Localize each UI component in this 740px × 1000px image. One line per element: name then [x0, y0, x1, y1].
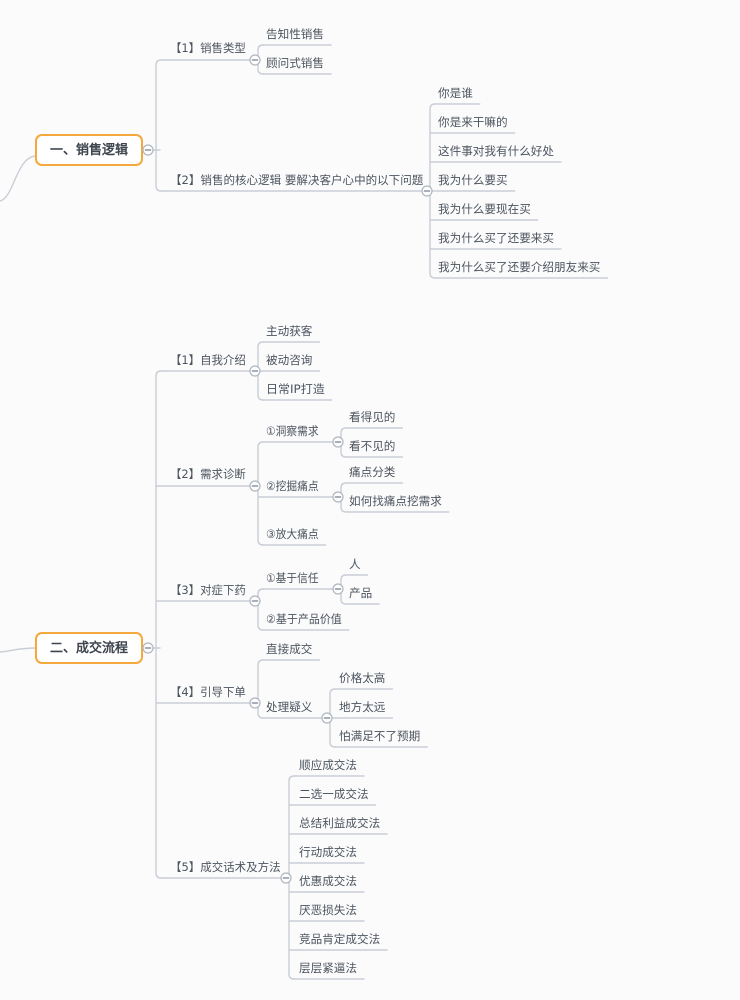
topic-label[interactable]: 【3】对症下药: [170, 583, 246, 597]
collapse-button[interactable]: [249, 365, 261, 377]
topic-label[interactable]: 优惠成交法: [299, 874, 357, 888]
topic-label[interactable]: 人: [349, 557, 361, 571]
topic-label[interactable]: 【4】引导下单: [170, 685, 246, 699]
main-topic-box[interactable]: [35, 134, 143, 166]
main-topic-rect[interactable]: [35, 134, 143, 166]
topic-label[interactable]: ①基于信任: [266, 571, 319, 585]
collapse-button[interactable]: [332, 436, 344, 448]
collapse-button[interactable]: [142, 642, 154, 654]
main-topic-rect[interactable]: [35, 632, 143, 664]
branch-bracket: [155, 370, 162, 879]
topic-label[interactable]: 看得见的: [349, 410, 395, 424]
topic-label[interactable]: 厌恶损失法: [299, 903, 357, 917]
collapse-button[interactable]: [249, 54, 261, 66]
topic-label[interactable]: 看不见的: [349, 439, 395, 453]
collapse-button[interactable]: [332, 583, 344, 595]
topic-label[interactable]: ③放大痛点: [266, 527, 319, 541]
topic-label[interactable]: 一、销售逻辑: [50, 142, 128, 158]
topic-label[interactable]: 价格太高: [339, 671, 385, 685]
collapse-button[interactable]: [249, 595, 261, 607]
branch-bracket: [257, 588, 264, 631]
branch-bracket: [155, 59, 162, 192]
topic-label[interactable]: 行动成交法: [299, 845, 357, 859]
root-connector: [0, 155, 37, 202]
collapse-button[interactable]: [249, 697, 261, 709]
connector-layer: [0, 44, 609, 980]
topic-label[interactable]: 你是来干嘛的: [438, 115, 508, 129]
topic-label[interactable]: 我为什么买了还要介绍朋友来买: [438, 260, 600, 274]
topic-label[interactable]: 主动获客: [266, 324, 313, 338]
topic-label[interactable]: 如何找痛点挖需求: [349, 494, 442, 508]
topic-label[interactable]: 我为什么要现在买: [438, 202, 531, 216]
topic-label[interactable]: 顾问式销售: [266, 56, 324, 70]
topic-label[interactable]: 我为什么买了还要来买: [438, 231, 554, 245]
topic-label[interactable]: ②挖掘痛点: [266, 479, 319, 493]
topic-label[interactable]: 我为什么要买: [438, 173, 508, 187]
topic-label[interactable]: 【1】自我介绍: [170, 353, 246, 367]
main-topic-box[interactable]: [35, 632, 143, 664]
topic-label[interactable]: 【1】销售类型: [170, 41, 246, 55]
topic-label[interactable]: 【2】销售的核心逻辑 要解决客户心中的以下问题: [170, 173, 424, 187]
collapse-button[interactable]: [321, 712, 333, 724]
topic-label[interactable]: 你是谁: [438, 86, 473, 100]
topic-label[interactable]: 这件事对我有什么好处: [438, 144, 555, 158]
topic-label[interactable]: 【5】成交话术及方法: [170, 860, 281, 874]
topic-label[interactable]: 直接成交: [266, 642, 313, 656]
topic-label[interactable]: 顺应成交法: [299, 758, 357, 772]
collapse-button[interactable]: [332, 491, 344, 503]
branch-bracket: [257, 441, 264, 546]
topic-label[interactable]: 层层紧逼法: [299, 961, 357, 975]
root-connector: [0, 647, 37, 653]
topic-label[interactable]: 产品: [349, 586, 372, 600]
topic-label[interactable]: ②基于产品价值: [266, 612, 342, 626]
topic-label[interactable]: 被动咨询: [266, 353, 312, 367]
topic-label[interactable]: ①洞察需求: [266, 424, 319, 438]
topic-label[interactable]: 二、成交流程: [50, 640, 128, 656]
topic-label[interactable]: 【2】需求诊断: [170, 467, 246, 481]
topic-label[interactable]: 总结利益成交法: [299, 816, 380, 830]
topic-label[interactable]: 处理疑义: [266, 700, 313, 714]
collapse-button[interactable]: [421, 185, 433, 197]
topic-label[interactable]: 告知性销售: [266, 27, 324, 41]
topic-label[interactable]: 日常IP打造: [266, 382, 325, 396]
topic-label[interactable]: 竞品肯定成交法: [299, 932, 380, 946]
collapse-button[interactable]: [142, 144, 154, 156]
collapse-button[interactable]: [280, 872, 292, 884]
branch-bracket: [257, 659, 264, 719]
topic-label[interactable]: 地方太远: [339, 700, 386, 714]
topic-label[interactable]: 痛点分类: [349, 465, 396, 479]
collapse-button[interactable]: [249, 480, 261, 492]
topic-label[interactable]: 二选一成交法: [299, 787, 369, 801]
topic-label[interactable]: 怕满足不了预期: [339, 729, 420, 743]
